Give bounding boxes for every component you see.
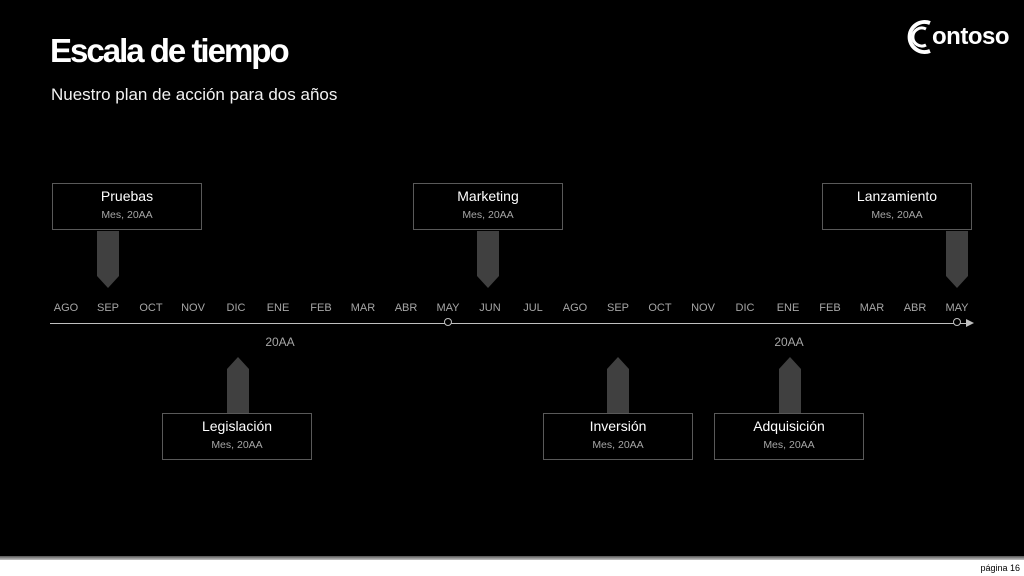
milestone-date: Mes, 20AA xyxy=(592,439,644,451)
page-number: página 16 xyxy=(980,563,1020,573)
month-label: MAY xyxy=(945,302,969,314)
milestone-pointer xyxy=(607,357,629,413)
contoso-logo-icon xyxy=(907,20,931,54)
milestone-card-pruebas: Pruebas Mes, 20AA xyxy=(52,183,202,230)
milestone-date: Mes, 20AA xyxy=(871,209,923,221)
month-label: ABR xyxy=(903,302,927,314)
milestone-pointer xyxy=(97,231,119,288)
milestone-title: Lanzamiento xyxy=(856,188,938,204)
milestone-card-legislacion: Legislación Mes, 20AA xyxy=(162,413,312,460)
month-label: AGO xyxy=(562,302,588,314)
month-label: FEB xyxy=(310,302,332,314)
year-label: 20AA xyxy=(774,335,804,349)
month-label: ENE xyxy=(266,302,290,314)
milestone-date: Mes, 20AA xyxy=(763,439,815,451)
milestone-card-inversion: Inversión Mes, 20AA xyxy=(543,413,693,460)
month-label: DIC xyxy=(735,302,755,314)
slide-subtitle: Nuestro plan de acción para dos años xyxy=(51,85,338,104)
milestone-title: Inversión xyxy=(589,418,647,434)
milestone-card-marketing: Marketing Mes, 20AA xyxy=(413,183,563,230)
milestone-date: Mes, 20AA xyxy=(211,439,263,451)
milestone-card-lanzamiento: Lanzamiento Mes, 20AA xyxy=(822,183,972,230)
month-label: AGO xyxy=(53,302,79,314)
milestone-card-adquisicion: Adquisición Mes, 20AA xyxy=(714,413,864,460)
month-label: SEP xyxy=(96,302,119,314)
milestone-date: Mes, 20AA xyxy=(462,209,514,221)
month-label: MAY xyxy=(436,302,460,314)
month-label: OCT xyxy=(139,302,163,314)
footer-gradient xyxy=(0,556,1024,562)
milestone-title: Pruebas xyxy=(100,188,154,204)
slide-title: Escala de tiempo xyxy=(50,32,290,69)
milestone-title: Marketing xyxy=(457,188,519,204)
contoso-logo: ontoso xyxy=(904,16,1014,58)
milestone-date: Mes, 20AA xyxy=(101,209,153,221)
timeline-axis xyxy=(50,323,966,324)
footer-bar xyxy=(0,560,1024,576)
month-label: JUN xyxy=(479,302,501,314)
milestone-title: Adquisición xyxy=(753,418,825,434)
month-label: DIC xyxy=(226,302,246,314)
month-label: ABR xyxy=(394,302,418,314)
milestone-title: Legislación xyxy=(201,418,273,434)
milestone-pointer xyxy=(779,357,801,413)
timeline-arrowhead xyxy=(966,319,974,327)
year-label: 20AA xyxy=(265,335,295,349)
month-label: NOV xyxy=(181,302,205,314)
milestone-pointer xyxy=(946,231,968,288)
milestone-pointer xyxy=(477,231,499,288)
month-label: OCT xyxy=(648,302,672,314)
month-label: FEB xyxy=(819,302,841,314)
month-label: MAR xyxy=(350,302,376,314)
year-marker xyxy=(444,318,452,326)
month-label: NOV xyxy=(691,302,715,314)
year-marker xyxy=(953,318,961,326)
month-label: MAR xyxy=(859,302,885,314)
month-label: JUL xyxy=(523,302,543,314)
logo-text: ontoso xyxy=(932,23,1009,50)
milestone-pointer xyxy=(227,357,249,413)
month-label: SEP xyxy=(606,302,629,314)
month-label: ENE xyxy=(776,302,800,314)
